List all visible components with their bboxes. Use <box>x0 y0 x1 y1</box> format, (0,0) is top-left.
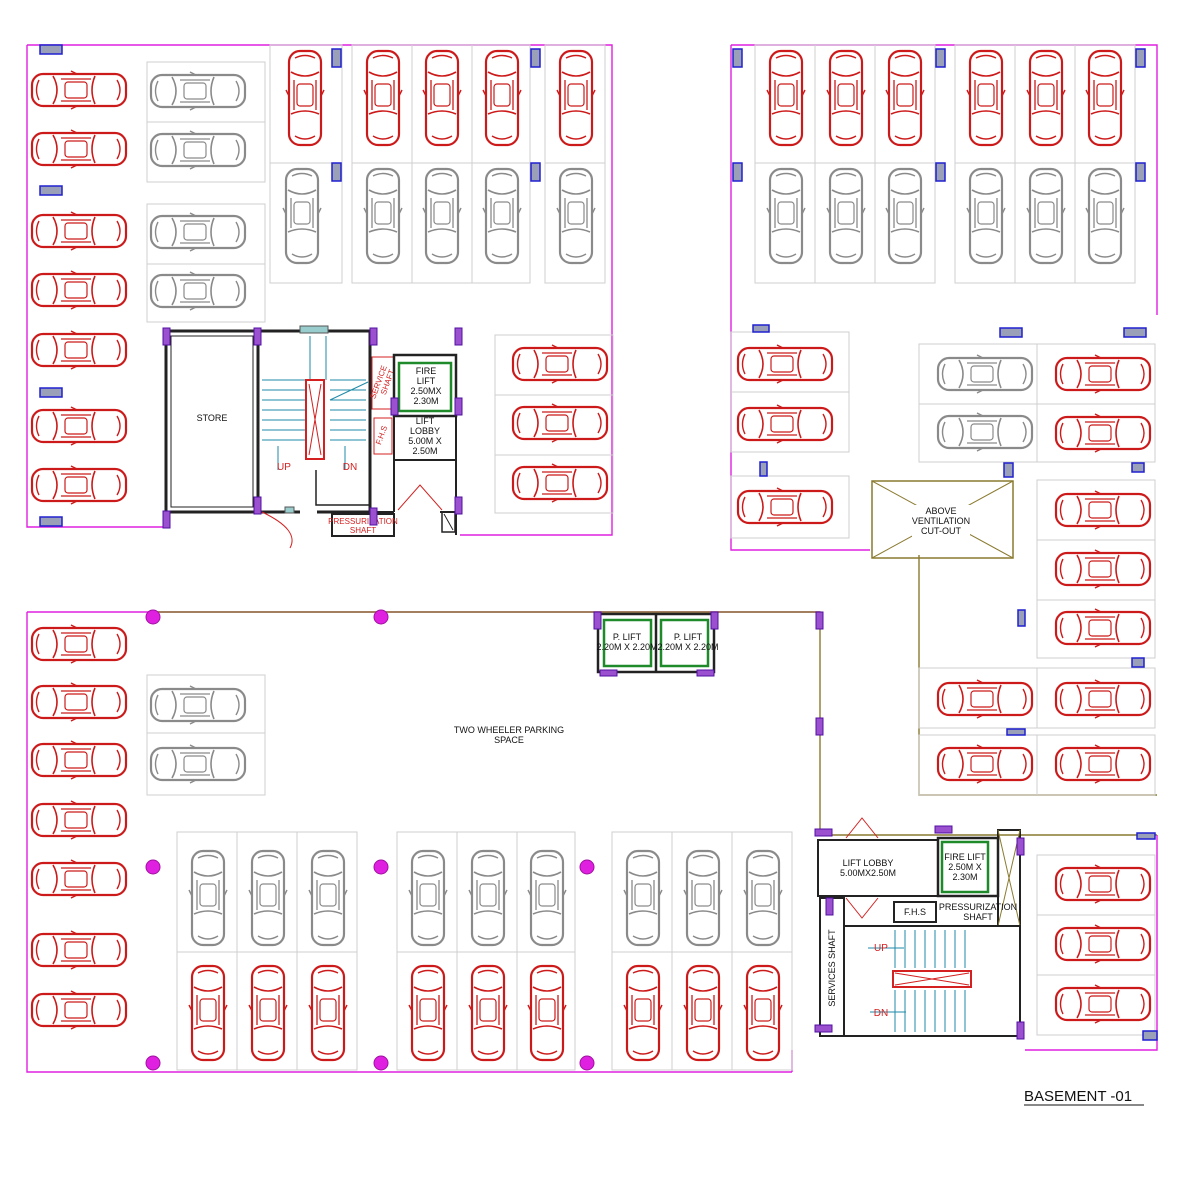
drawing-title: BASEMENT -01 <box>1024 1088 1132 1105</box>
svg-text:LIFT LOBBY: LIFT LOBBY <box>843 858 894 868</box>
ventilation-cutout: ABOVE VENTILATION CUT-OUT <box>871 480 1014 559</box>
olive-boundaries <box>152 555 1157 836</box>
svg-text:DN: DN <box>874 1008 888 1019</box>
svg-text:P. LIFT: P. LIFT <box>674 632 703 642</box>
svg-text:2.30M: 2.30M <box>413 396 438 406</box>
passenger-lifts: P. LIFT 2.20M X 2.20M P. LIFT 2.20M X 2.… <box>596 612 719 674</box>
bottom-right-core: LIFT LOBBY 5.00MX2.50M FIRE LIFT 2.50M X… <box>814 817 1025 1040</box>
column-markers <box>39 44 1158 1041</box>
svg-text:PRESSURIZATION: PRESSURIZATION <box>939 902 1017 912</box>
stair-dn-label-top: DN <box>343 462 357 473</box>
two-wheeler-label: TWO WHEELER PARKING <box>454 725 564 735</box>
svg-text:2.20M X 2.20M: 2.20M X 2.20M <box>596 642 657 652</box>
fire-lift-top <box>392 353 458 418</box>
svg-text:UP: UP <box>874 943 888 954</box>
pressurization-shaft-top <box>331 513 395 537</box>
fhs-box-top <box>373 417 393 455</box>
svg-text:SERVICES SHAFT: SERVICES SHAFT <box>827 929 837 1007</box>
svg-text:ABOVE: ABOVE <box>925 506 956 516</box>
svg-text:5.00M X: 5.00M X <box>408 436 442 446</box>
svg-text:LIFT: LIFT <box>417 376 436 386</box>
svg-text:F.H.S: F.H.S <box>374 424 389 445</box>
boundary-top-left <box>26 44 613 536</box>
svg-text:2.50M X: 2.50M X <box>948 862 982 872</box>
round-columns <box>145 609 595 1071</box>
svg-text:LOBBY: LOBBY <box>410 426 440 436</box>
svg-text:F.H.S: F.H.S <box>904 907 926 917</box>
svg-text:2.50M: 2.50M <box>412 446 437 456</box>
svg-text:P. LIFT: P. LIFT <box>613 632 642 642</box>
svg-text:2.30M: 2.30M <box>952 872 977 882</box>
svg-text:2.50MX: 2.50MX <box>410 386 441 396</box>
svg-text:FIRE: FIRE <box>416 366 437 376</box>
stair-up-label-top: UP <box>277 462 291 473</box>
svg-text:PRESSURIZATION: PRESSURIZATION <box>328 517 398 526</box>
top-stair <box>262 336 369 470</box>
store-label: STORE <box>197 413 228 423</box>
bay-lines <box>146 44 1156 1071</box>
svg-text:VENTILATION: VENTILATION <box>912 516 970 526</box>
boundary-top-right <box>730 44 1158 551</box>
svg-text:CUT-OUT: CUT-OUT <box>921 526 961 536</box>
svg-text:5.00MX2.50M: 5.00MX2.50M <box>840 868 896 878</box>
top-left-core: STORE UP DN SERVICE SHAFT F.H.S FIRE LIF… <box>162 325 463 549</box>
svg-text:2.20M X 2.20M: 2.20M X 2.20M <box>657 642 718 652</box>
svg-text:SHAFT: SHAFT <box>350 526 376 535</box>
svg-text:FIRE LIFT: FIRE LIFT <box>944 852 986 862</box>
svg-text:LIFT: LIFT <box>416 416 435 426</box>
svg-text:SPACE: SPACE <box>494 735 524 745</box>
svg-text:SHAFT: SHAFT <box>963 912 993 922</box>
